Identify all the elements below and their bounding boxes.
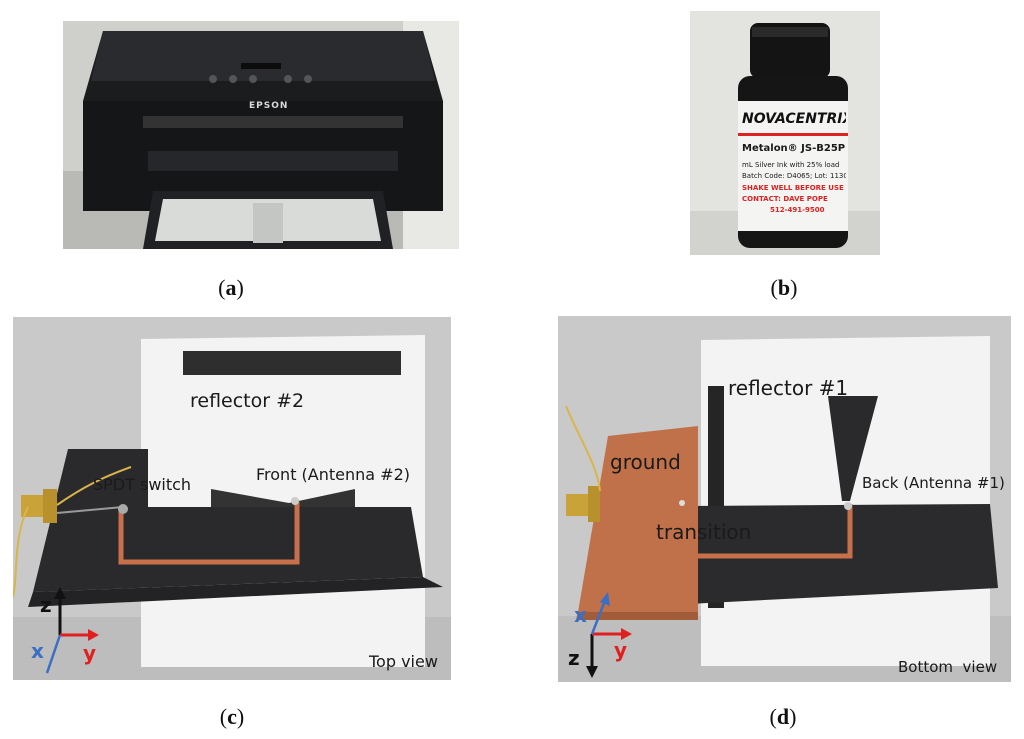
label-transition: transition	[656, 520, 752, 544]
bottle-product: Metalon® JS-B25P	[742, 143, 846, 154]
bottle-line-1: mL Silver Ink with 25% load	[742, 161, 840, 169]
label-back-antenna-1: Back (Antenna #1)	[862, 474, 1005, 492]
label-top-view: Top view	[369, 652, 438, 671]
bottle-phone: 512-491-9500	[770, 206, 825, 214]
label-reflector-1: reflector #1	[728, 376, 849, 400]
axis-label-x: x	[574, 603, 587, 627]
axis-label-z: z	[40, 593, 52, 617]
axis-label-x: x	[31, 639, 44, 663]
caption-b: (b)	[770, 275, 798, 300]
bottle-line-2: Batch Code: D4065; Lot: 1130	[742, 172, 846, 180]
bottle-warning-2: CONTACT: DAVE POPE	[742, 195, 828, 203]
label-bottom-view: Bottom view	[898, 658, 998, 676]
photo-ink-bottle: NOVACENTRIX Metalon® JS-B25P mL Silver I…	[690, 11, 880, 255]
caption-d: (d)	[769, 704, 797, 729]
bottle-brand: NOVACENTRIX	[742, 111, 846, 127]
axis-label-y: y	[614, 638, 628, 662]
bottom-view-illustration	[558, 316, 1011, 682]
printer-brand: EPSON	[249, 101, 289, 111]
bottle-warning-1: SHAKE WELL BEFORE USE	[742, 184, 844, 192]
photo-bottom-view: reflector #1 ground Back (Antenna #1) tr…	[558, 316, 1011, 682]
label-front-antenna-2: Front (Antenna #2)	[256, 465, 410, 484]
photo-top-view: reflector #2 SPDT switch Front (Antenna …	[13, 317, 451, 680]
label-spdt-switch: SPDT switch	[93, 475, 192, 494]
label-reflector-2: reflector #2	[190, 390, 305, 412]
caption-c: (c)	[219, 704, 245, 729]
bottle-red-band	[738, 133, 848, 136]
caption-a: (a)	[218, 275, 244, 300]
label-ground: ground	[610, 450, 681, 474]
printer-illustration	[63, 21, 459, 249]
axis-label-z: z	[568, 646, 580, 670]
photo-printer: EPSON	[63, 21, 459, 249]
axis-label-y: y	[83, 641, 97, 665]
top-view-illustration	[13, 317, 451, 680]
